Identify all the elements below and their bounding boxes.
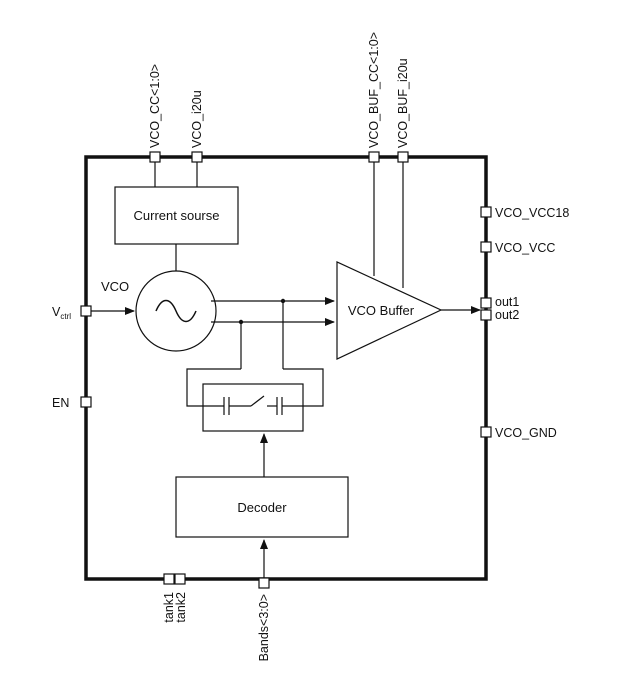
vco-buffer-label: VCO Buffer — [348, 303, 415, 318]
label-vco-vcc18: VCO_VCC18 — [495, 206, 569, 220]
chip-boundary — [84, 155, 488, 581]
label-vco-i20u: VCO_i20u — [190, 90, 204, 148]
current-source-label: Current sourse — [134, 208, 220, 223]
label-vco-cc: VCO_CC<1:0> — [148, 64, 162, 148]
label-out1: out1 — [495, 295, 519, 309]
label-vctrl: Vctrl — [52, 305, 71, 321]
label-vco-buf-i20u: VCO_BUF_i20u — [396, 58, 410, 148]
pin-tank1[interactable] — [163, 573, 175, 585]
pin-vco-cc[interactable] — [149, 151, 161, 187]
decoder-label: Decoder — [237, 500, 287, 515]
pin-out2[interactable] — [480, 309, 492, 321]
pin-vco-buf-i20u[interactable] — [397, 151, 409, 288]
pin-vco-gnd[interactable] — [480, 426, 492, 438]
pin-vco-vcc[interactable] — [480, 241, 492, 253]
label-en: EN — [52, 396, 69, 410]
pin-tank2[interactable] — [174, 573, 186, 585]
label-vco-buf-cc: VCO_BUF_CC<1:0> — [367, 32, 381, 148]
current-source-block — [114, 186, 239, 245]
label-out2: out2 — [495, 308, 519, 322]
pin-bands[interactable] — [258, 577, 270, 589]
pin-vco-vcc18[interactable] — [480, 206, 492, 218]
pin-vco-i20u[interactable] — [191, 151, 203, 187]
decoder-block — [175, 476, 349, 538]
pin-out1[interactable] — [480, 297, 492, 309]
sine-wave-icon — [155, 299, 197, 323]
label-bands: Bands<3:0> — [257, 594, 271, 661]
pin-en[interactable] — [80, 396, 92, 408]
pin-vco-buf-cc[interactable] — [368, 151, 380, 276]
vco-buffer-block — [336, 261, 443, 360]
label-vco-gnd: VCO_GND — [495, 426, 557, 440]
label-tank1: tank1 — [162, 592, 176, 623]
pin-vctrl[interactable] — [80, 305, 92, 317]
label-tank2: tank2 — [174, 592, 188, 623]
vco-label: VCO — [101, 279, 129, 294]
label-vco-vcc: VCO_VCC — [495, 241, 555, 255]
capacitor-switch-icon — [203, 395, 303, 415]
capacitor-bank-block — [202, 383, 304, 432]
